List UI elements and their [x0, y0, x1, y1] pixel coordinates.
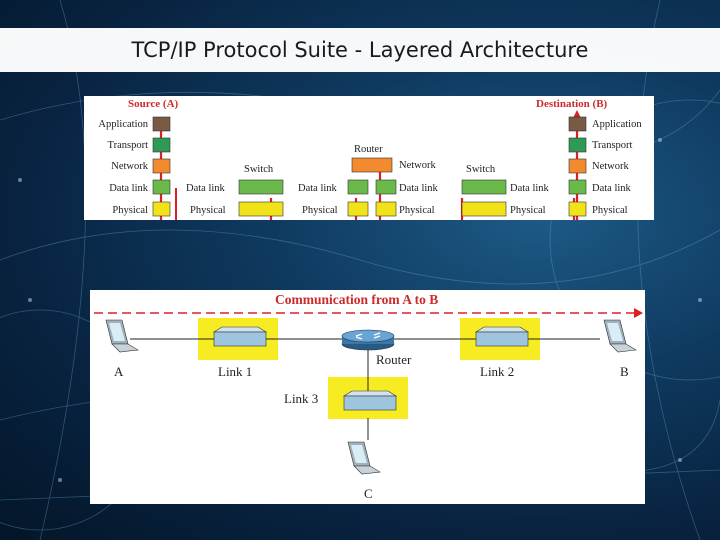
communication-arrowhead — [634, 308, 643, 318]
switch-1-data-link — [238, 179, 284, 195]
switch-1-physical-label: Physical — [190, 205, 226, 216]
source-layer-transport — [152, 137, 171, 153]
router-physical-label-right: Physical — [399, 205, 435, 216]
dest-layer-label-network: Network — [592, 161, 629, 172]
source-layer-physical — [152, 201, 171, 217]
host-b-label: B — [620, 364, 629, 379]
switch-1-label: Switch — [244, 164, 274, 175]
dest-layer-transport — [568, 137, 587, 153]
switch-2-physical — [461, 201, 507, 217]
laptop-c-icon — [347, 441, 381, 475]
topology-diagram-panel: Communication from A to B — [90, 290, 645, 504]
router-data-link-label-right: Data link — [399, 183, 439, 194]
laptop-a-icon — [105, 319, 139, 353]
dest-layer-physical — [568, 201, 587, 217]
source-layer-label-transport: Transport — [108, 140, 149, 151]
switch-1-physical — [238, 201, 284, 217]
link1-label: Link 1 — [218, 364, 252, 379]
router-physical-right — [375, 201, 397, 217]
source-layer-label-application: Application — [98, 119, 148, 130]
dest-layer-label-application: Application — [592, 119, 642, 130]
source-layer-application — [152, 116, 171, 132]
router-network — [351, 157, 393, 173]
source-layer-label-physical: Physical — [112, 205, 148, 216]
source-label: Source (A) — [128, 98, 179, 110]
switch-link3-icon — [342, 390, 398, 411]
topology-diagram: Communication from A to B — [94, 292, 643, 501]
host-c-label: C — [364, 486, 373, 501]
router-topology-label: Router — [376, 352, 412, 367]
slide-title: TCP/IP Protocol Suite - Layered Architec… — [131, 38, 589, 62]
router-physical-label-left: Physical — [302, 205, 338, 216]
laptop-b-icon — [603, 319, 637, 353]
switch-2-data-link — [461, 179, 507, 195]
source-layer-label-data-link: Data link — [109, 183, 149, 194]
destination-stack: Application Transport Network Data link … — [568, 116, 642, 217]
dest-layer-network — [568, 158, 587, 174]
router-stack-label: Router — [354, 144, 383, 155]
source-stack: Application Transport Network Data link … — [98, 116, 171, 217]
switch-2-label: Switch — [466, 164, 496, 175]
switch-2: Switch Data link Physical — [461, 164, 550, 217]
title-bar: TCP/IP Protocol Suite - Layered Architec… — [0, 28, 720, 72]
switch-1: Switch Data link Physical — [186, 164, 284, 217]
switch-link1-icon — [212, 326, 268, 347]
dest-layer-data-link — [568, 179, 587, 195]
host-a-label: A — [114, 364, 124, 379]
dest-layer-label-transport: Transport — [592, 140, 633, 151]
communication-title: Communication from A to B — [275, 292, 438, 307]
router-data-link-left — [347, 179, 369, 195]
router-stack: Router Network Data link Physical Data l… — [298, 144, 439, 217]
switch-1-data-link-label: Data link — [186, 183, 226, 194]
dest-layer-label-physical: Physical — [592, 205, 628, 216]
source-layer-label-network: Network — [111, 161, 148, 172]
router-data-link-right — [375, 179, 397, 195]
switch-link2-icon — [474, 326, 530, 347]
link3-label: Link 3 — [284, 391, 318, 406]
router-data-link-label-left: Data link — [298, 183, 338, 194]
router-icon — [341, 329, 395, 351]
layer-diagram: Source (A) Destination (B) Application T… — [98, 98, 642, 243]
dest-layer-application — [568, 116, 587, 132]
destination-label: Destination (B) — [536, 98, 608, 110]
source-layer-network — [152, 158, 171, 174]
dest-layer-label-data-link: Data link — [592, 183, 632, 194]
link2-label: Link 2 — [480, 364, 514, 379]
source-layer-data-link — [152, 179, 171, 195]
switch-2-physical-label: Physical — [510, 205, 546, 216]
router-physical-left — [347, 201, 369, 217]
router-network-label: Network — [399, 160, 436, 171]
layer-diagram-panel: Source (A) Destination (B) Application T… — [84, 96, 654, 243]
switch-2-data-link-label: Data link — [510, 183, 550, 194]
